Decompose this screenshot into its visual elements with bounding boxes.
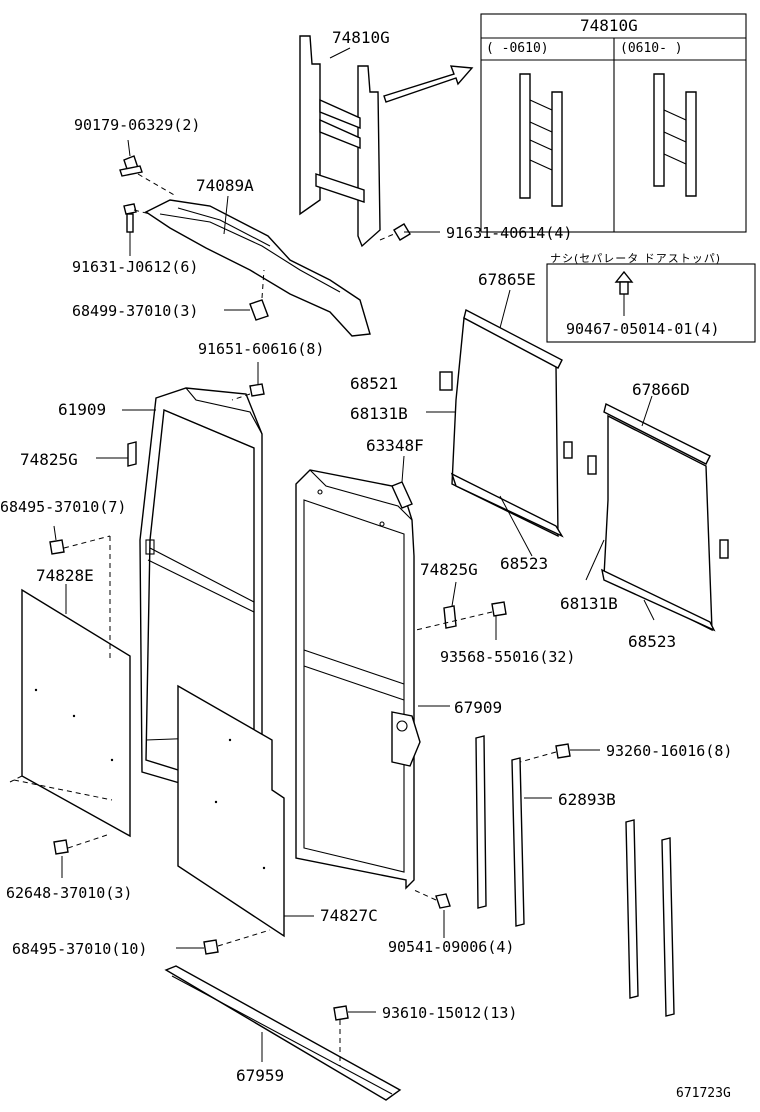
inset-table — [480, 13, 747, 233]
bolt-68495-lower — [176, 929, 271, 955]
strap-62893B-3 — [625, 819, 639, 999]
strap-62893B-1 — [475, 735, 487, 909]
label-67959: 67959 — [236, 1066, 285, 1085]
lead-68131B-b — [585, 539, 605, 581]
label-62648-37010: 62648-37010(3) — [6, 884, 133, 902]
screw-91651 — [231, 362, 265, 401]
label-74810G: 74810G — [332, 28, 390, 47]
label-91631-J0612: 91631-J0612(6) — [72, 258, 199, 276]
door-61909 — [139, 387, 263, 801]
inset-ladder-right — [653, 73, 697, 197]
clip-68499 — [224, 269, 269, 321]
label-68523-lower: 68523 — [628, 632, 677, 651]
label-91651-60616: 91651-60616(8) — [198, 340, 325, 358]
bolt-91631-40614 — [379, 223, 440, 241]
label-74825G-left: 74825G — [20, 450, 78, 469]
bolt-93568 — [415, 601, 507, 640]
inset-title: 74810G — [580, 16, 638, 35]
clip-74825G-left — [96, 441, 137, 467]
clip-90179 — [119, 139, 177, 197]
label-74828E: 74828E — [36, 566, 94, 585]
label-74089A: 74089A — [196, 176, 254, 195]
label-74825G-right: 74825G — [420, 560, 478, 579]
label-90179-06329: 90179-06329(2) — [74, 116, 201, 134]
glass-68131B-lower — [587, 402, 729, 632]
label-62893B: 62893B — [558, 790, 616, 809]
lead-67866D — [641, 395, 653, 427]
inset-col-right: (0610- ) — [620, 41, 683, 56]
inset-ladder-left — [519, 73, 563, 207]
bolt-62648 — [53, 833, 111, 878]
label-91631-40614: 91631-40614(4) — [446, 224, 573, 242]
label-61909: 61909 — [58, 400, 107, 419]
label-68495-37010-10: 68495-37010(10) — [12, 940, 148, 958]
label-68131B-upper: 68131B — [350, 404, 408, 423]
stopper-90541 — [413, 889, 451, 938]
diagram-code: 671723G — [676, 1086, 731, 1101]
lead-74810G — [329, 47, 351, 59]
lead-74089A — [223, 195, 229, 235]
note-box — [546, 263, 756, 343]
label-93610-15012: 93610-15012(13) — [382, 1004, 518, 1022]
label-67909: 67909 — [454, 698, 503, 717]
inset-col-left: ( -0610) — [486, 41, 549, 56]
label-67865E: 67865E — [478, 270, 536, 289]
bolt-93260 — [519, 743, 600, 763]
bracket-63348F — [391, 455, 413, 509]
arrow-to-inset — [383, 65, 474, 103]
note-text: ナシ(セパレータ ドアストッパ) — [550, 252, 722, 265]
label-68131B-lower: 68131B — [560, 594, 618, 613]
label-93568-55016: 93568-55016(32) — [440, 648, 576, 666]
label-90467-05014-01: 90467-05014-01(4) — [566, 320, 720, 338]
sill-67959 — [164, 965, 402, 1101]
strap-62893B-4 — [661, 837, 675, 1017]
lead-68523-a — [499, 495, 533, 557]
label-68495-37010-7: 68495-37010(7) — [0, 498, 127, 516]
panel-74828E — [9, 536, 131, 838]
panel-74827C — [177, 684, 285, 938]
lead-68523-b — [643, 599, 655, 621]
rail-74089A — [144, 199, 371, 337]
label-74827C: 74827C — [320, 906, 378, 925]
glass-68131B-upper — [439, 308, 573, 538]
bolt-91631-J0612 — [123, 203, 151, 256]
label-67866D: 67866D — [632, 380, 690, 399]
label-93260-16016: 93260-16016(8) — [606, 742, 733, 760]
door-67909 — [295, 469, 421, 890]
label-68499-37010: 68499-37010(3) — [72, 302, 199, 320]
label-68523-upper: 68523 — [500, 554, 549, 573]
lead-67865E — [499, 289, 511, 329]
bolt-93610 — [333, 1005, 376, 1066]
bolt-68495-upper — [49, 525, 111, 555]
label-63348F: 63348F — [366, 436, 424, 455]
label-90541-09006: 90541-09006(4) — [388, 938, 515, 956]
ladder-74810G — [299, 35, 381, 248]
label-68521: 68521 — [350, 374, 399, 393]
strap-62893B-2 — [511, 757, 525, 927]
